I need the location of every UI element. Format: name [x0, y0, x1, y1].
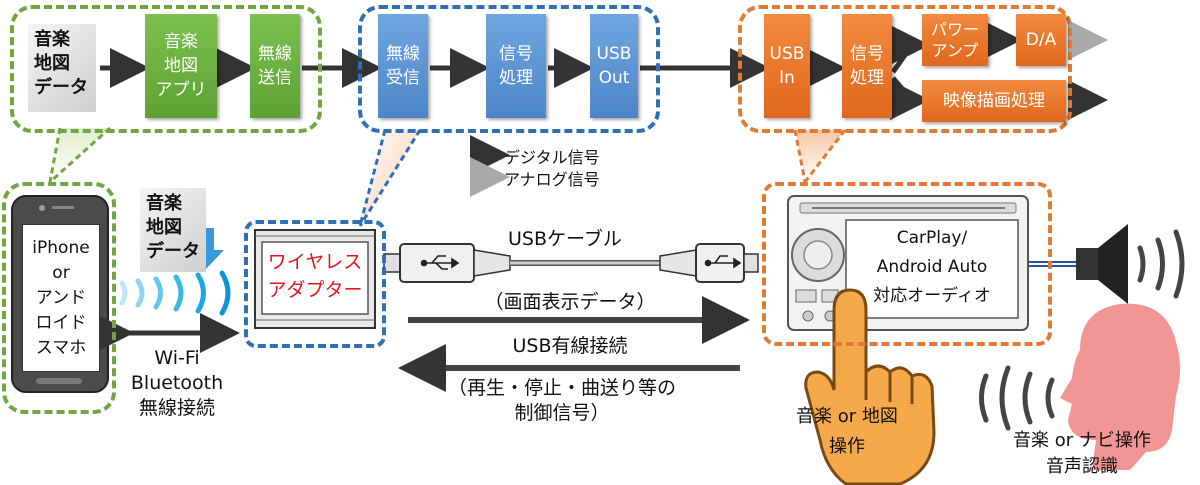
video-render-box: 映像描画処理 — [922, 80, 1066, 122]
orange-callout-tail-line — [793, 129, 847, 183]
speaker-icon — [1076, 224, 1128, 304]
phone-camera-icon — [39, 205, 45, 211]
usb-out-box: USB Out — [590, 14, 638, 118]
voice-waves-icon — [979, 365, 1055, 431]
wireless-connection-label: Wi-Fi Bluetooth 無線接続 — [130, 347, 224, 419]
orange-callout-tail — [795, 130, 845, 182]
head-unit-screen-text: CarPlay/ Android Auto 対応オーディオ — [873, 228, 991, 306]
phone-screen: iPhone or アンド ロイド スマホ — [22, 224, 100, 372]
phone-speaker — [52, 206, 74, 209]
arrow-proc-to-video — [890, 76, 930, 120]
phone-group-outline — [2, 182, 116, 414]
music-map-data-doc: 音楽 地図 データ — [28, 24, 96, 112]
screen-data-label: （画面表示データ） — [484, 291, 656, 313]
arrow-proc-to-amp — [890, 25, 930, 74]
green-callout-tail-line — [48, 126, 112, 184]
usb-in-box: USB In — [764, 14, 810, 118]
power-amp-box: パワー アンプ — [922, 14, 988, 66]
audio-process-group — [738, 5, 1072, 133]
audio-signal-proc-box: 信号 処理 — [842, 14, 892, 118]
adapter-outline — [244, 220, 386, 348]
wireless-tx-box: 無線 送信 — [250, 14, 300, 118]
voice-operation-label: 音楽 or ナビ操作 音声認識 — [1013, 430, 1151, 477]
floating-music-map-doc: 音楽 地図 データ — [140, 188, 206, 272]
sound-waves-icon — [1137, 229, 1185, 299]
usb-wired-label: USB有線接続 — [512, 335, 628, 357]
usb-cable-label: USBケーブル — [508, 228, 622, 250]
da-box: D/A — [1016, 14, 1066, 66]
touch-operation-label: 音楽 or 地図 操作 — [796, 406, 898, 457]
head-silhouette-icon — [1060, 303, 1180, 470]
legend-analog-label: アナログ信号 — [504, 170, 600, 189]
usb-cable-icon — [383, 243, 759, 283]
phone-process-group — [10, 5, 322, 133]
adapter-label: ワイヤレス アダプター — [267, 251, 363, 301]
head-unit-outline — [762, 182, 1052, 346]
phone-home-bar — [36, 378, 82, 384]
adapter-process-group — [358, 5, 660, 133]
adapter-signal-proc-box: 信号 処理 — [486, 14, 546, 118]
wireless-waves-icon — [119, 270, 231, 316]
pointing-hand-icon — [804, 288, 936, 485]
music-map-app-box: 音楽 地図 アプリ — [145, 14, 217, 118]
blue-callout-tail-line — [358, 129, 422, 227]
adapter-face — [261, 241, 369, 315]
usb-symbol-icon — [420, 255, 742, 270]
legend-digital-label: デジタル信号 — [504, 148, 600, 167]
blue-callout-tail — [360, 130, 420, 226]
wireless-rx-box: 無線 受信 — [378, 14, 428, 118]
control-signal-label: （再生・停止・曲送り等の 制御信号） — [447, 377, 676, 424]
